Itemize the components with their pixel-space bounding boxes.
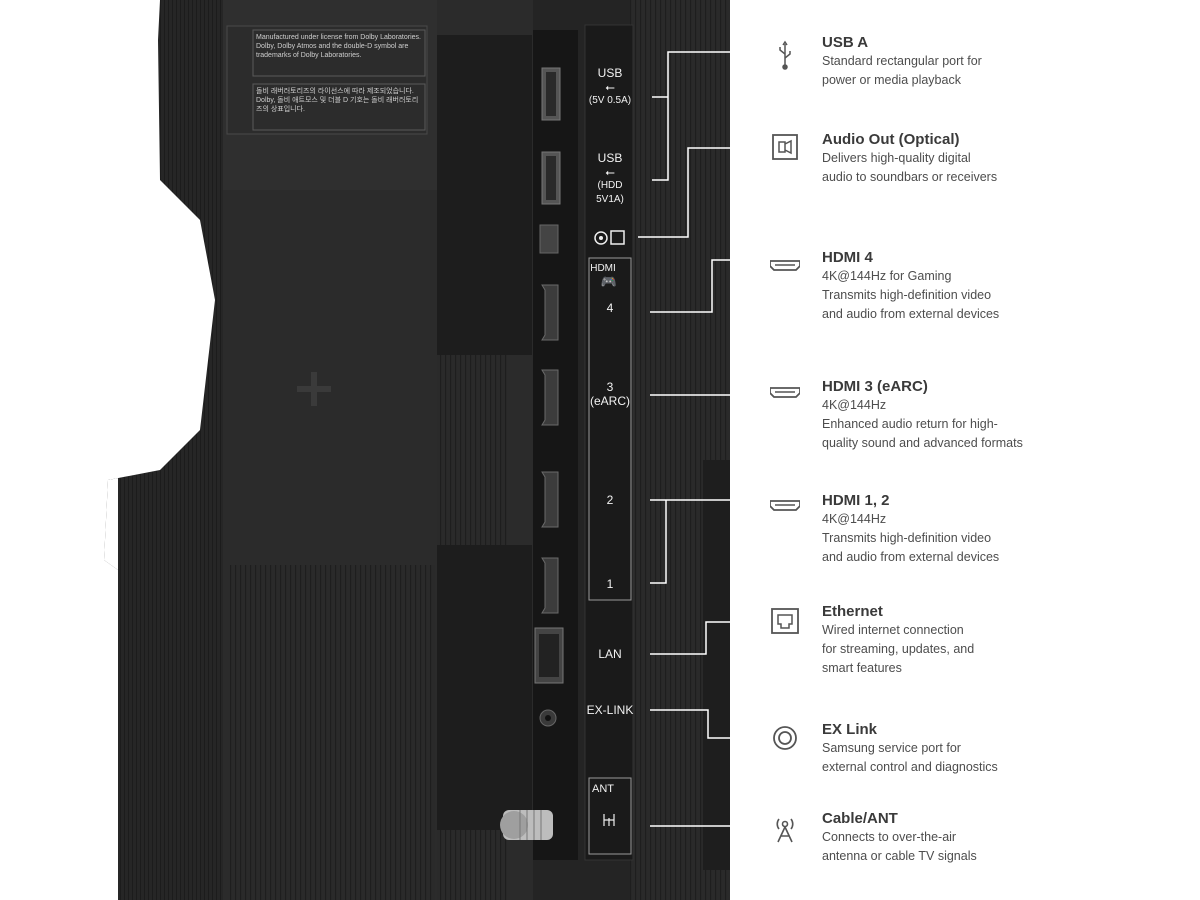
feature-desc-line: and audio from external devices <box>822 307 1000 321</box>
feature-title: USB A <box>822 34 869 51</box>
ant-label: ANT <box>592 783 614 795</box>
feature-desc-line: 4K@144Hz for Gaming <box>822 269 952 283</box>
lan-label: LAN <box>598 647 622 661</box>
feature-desc-line: quality sound and advanced formats <box>822 436 1023 450</box>
gamepad-icon: 🎮 <box>600 274 618 289</box>
feature-title: HDMI 1, 2 <box>822 492 890 509</box>
feature-audio-out: Audio Out (Optical) Delivers high-qualit… <box>822 131 1082 187</box>
ex-link-label: EX-LINK <box>586 703 634 717</box>
feature-desc-line: Samsung service port for <box>822 741 961 755</box>
feature-desc-line: Transmits high-definition video <box>822 531 992 545</box>
usb-port-1-label: USB ⭠ (5V 0.5A) <box>588 66 632 106</box>
feature-desc-line: antenna or cable TV signals <box>822 849 977 863</box>
antenna-icon <box>776 818 794 843</box>
screw-mark <box>297 372 331 406</box>
feature-desc-line: Delivers high-quality digital <box>822 151 971 165</box>
feature-title: Audio Out (Optical) <box>822 131 960 148</box>
feature-desc-line: smart features <box>822 661 902 675</box>
usb-icon <box>779 40 791 70</box>
feature-cable-ant: Cable/ANT Connects to over-the-air anten… <box>822 810 1082 866</box>
feature-hdmi-4: HDMI 4 4K@144Hz for Gaming Transmits hig… <box>822 249 1082 324</box>
feature-desc-line: audio to soundbars or receivers <box>822 170 998 184</box>
feature-desc-line: Transmits high-definition video <box>822 288 992 302</box>
tv-back-panel <box>104 0 730 900</box>
usb-symbol-icon: ⭠ <box>605 80 615 94</box>
feature-desc-line: Wired internet connection <box>822 623 964 637</box>
license-notice-ko: 돌비 래버러토리즈의 라이선스에 따라 제조되었습니다. Dolby, 돌비 애… <box>256 88 419 113</box>
hdmi-1-label: 1 <box>606 577 614 591</box>
feature-title: Ethernet <box>822 603 883 620</box>
optical-audio-icon <box>772 134 798 160</box>
feature-usb-a: USB A Standard rectangular port for powe… <box>822 34 1082 90</box>
feature-desc-line: for streaming, updates, and <box>822 642 975 656</box>
hdmi-icon <box>770 260 800 271</box>
feature-desc-line: 4K@144Hz <box>822 512 887 526</box>
hdmi-icon <box>770 500 800 511</box>
feature-desc-line: 4K@144Hz <box>822 398 887 412</box>
ex-link-icon <box>773 726 797 750</box>
feature-title: Cable/ANT <box>822 810 898 827</box>
usb-symbol-icon: ⭠ <box>605 165 615 179</box>
feature-desc-line: and audio from external devices <box>822 550 1000 564</box>
license-notice-en: Manufactured under license from Dolby La… <box>256 34 421 59</box>
feature-desc-line: external control and diagnostics <box>822 760 998 774</box>
feature-ethernet: Ethernet Wired internet connection for s… <box>822 603 1082 678</box>
feature-desc-line: Enhanced audio return for high- <box>822 417 998 431</box>
hdmi-2-label: 2 <box>606 493 614 507</box>
feature-desc-line: Standard rectangular port for <box>822 54 982 68</box>
feature-title: HDMI 3 (eARC) <box>822 378 928 395</box>
feature-title: EX Link <box>822 721 878 738</box>
feature-hdmi-3: HDMI 3 (eARC) 4K@144Hz Enhanced audio re… <box>822 378 1082 453</box>
feature-desc-line: Connects to over-the-air <box>822 830 957 844</box>
hdmi-4-label: 4 <box>606 301 614 315</box>
feature-hdmi-1-2: HDMI 1, 2 4K@144Hz Transmits high-defini… <box>822 492 1082 567</box>
feature-ex-link: EX Link Samsung service port for externa… <box>822 721 1082 777</box>
ethernet-icon <box>771 608 799 634</box>
usb-port-2-label: USB ⭠ (HDD 5V1A) <box>584 151 636 207</box>
feature-desc-line: power or media playback <box>822 73 961 87</box>
hdmi-header-label: HDMI <box>590 263 616 274</box>
feature-title: HDMI 4 <box>822 249 873 266</box>
hdmi-3-label: 3 (eARC) <box>589 380 630 408</box>
hdmi-icon <box>770 387 800 398</box>
